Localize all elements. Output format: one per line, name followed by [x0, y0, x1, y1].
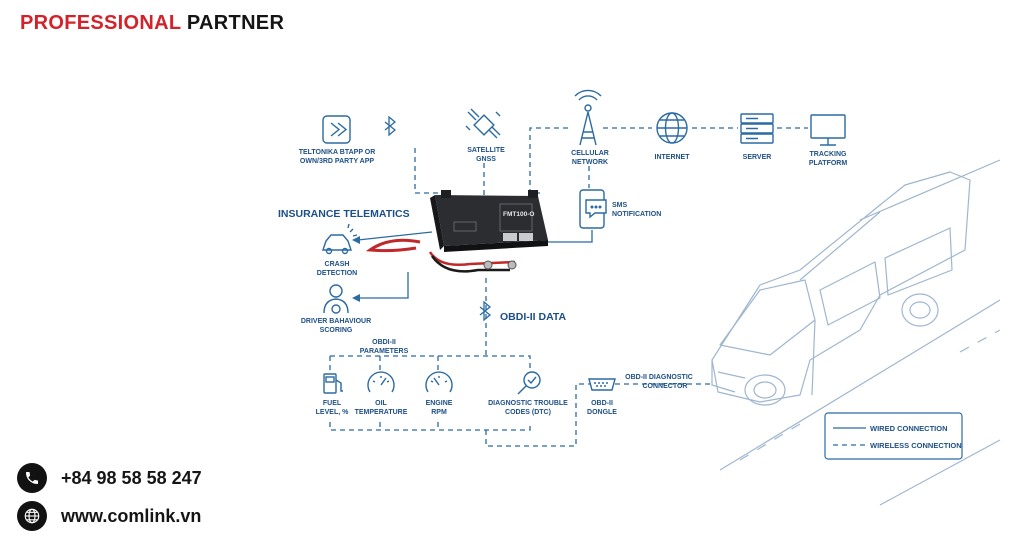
legend-wireless-label: WIRELESS CONNECTION: [870, 441, 962, 450]
oil-label-line1: OIL: [375, 400, 387, 407]
sms-label-line1: SMS: [612, 202, 628, 209]
crash-label-line2: DETECTION: [317, 270, 357, 277]
arrow-driver: [352, 294, 360, 302]
fuel-icon: [323, 373, 343, 394]
van-body: [711, 171, 971, 403]
dongle-label-line2: DONGLE: [587, 409, 617, 416]
dongle-label-line1: OBD-II: [591, 400, 613, 407]
car-crash-icon: [322, 223, 358, 255]
road-edge-far: [859, 159, 1001, 221]
road-lane: [739, 423, 801, 461]
monitor-icon: [810, 114, 846, 146]
driver-label-line1: DRIVER BAHAVIOUR: [301, 318, 371, 325]
red-wire: [365, 238, 421, 253]
insurance-telematics-title: INSURANCE TELEMATICS: [278, 208, 410, 220]
phone-number: +84 98 58 58 247: [61, 467, 202, 488]
oil-label-line2: TEMPERATURE: [355, 409, 408, 416]
server-label: SERVER: [743, 154, 772, 161]
cellular-label-line1: CELLULAR: [571, 150, 609, 157]
road-edge-near: [719, 299, 1001, 471]
page-header: PROFESSIONAL PARTNER: [20, 12, 284, 35]
arrow-crash: [352, 236, 360, 244]
internet-label: INTERNET: [655, 154, 691, 161]
satellite-label-line1: SATELLITE: [467, 147, 505, 154]
fuel-label-line1: FUEL: [323, 400, 342, 407]
van-windshield: [719, 279, 816, 356]
app-label-line2: OWN/3RD PARTY APP: [300, 158, 374, 165]
phone-sms-icon: [579, 189, 607, 229]
engine-label-line2: RPM: [431, 409, 447, 416]
bluetooth-icon: [479, 300, 492, 322]
satellite-label-line2: GNSS: [476, 156, 496, 163]
dtc-label-line1: DIAGNOSTIC TROUBLE: [488, 400, 568, 407]
crash-label-line1: CRASH: [325, 261, 350, 268]
bluetooth-icon: [384, 115, 397, 137]
cell-tower-icon: [574, 89, 602, 146]
oil-gauge-icon: [367, 371, 395, 393]
globe-icon: [17, 501, 47, 531]
params-label-line2: PARAMETERS: [360, 348, 409, 355]
app-label-line1: TELTONIKA BTAPP OR: [299, 149, 376, 156]
obd-data-title: OBDI-II DATA: [500, 311, 567, 323]
black-wire: [430, 255, 510, 273]
device-model-label: FMT100-O: [503, 211, 534, 218]
website-link[interactable]: www.comlink.vn: [61, 505, 202, 526]
header-partner: PARTNER: [186, 12, 285, 34]
connection-lines: [329, 127, 808, 447]
legend: WIRED CONNECTION WIRELESS CONNECTION: [824, 412, 963, 460]
connector-label-line1: OBD-II DIAGNOSTIC: [625, 374, 693, 381]
legend-wired-label: WIRED CONNECTION: [870, 424, 948, 433]
driver-label-line2: SCORING: [320, 327, 353, 334]
header-professional: PROFESSIONAL: [20, 12, 182, 34]
van-side-window: [819, 261, 881, 326]
magnifier-icon: [517, 371, 541, 395]
phone-contact: +84 98 58 58 247: [17, 463, 202, 493]
van-illustration: [711, 159, 1001, 506]
satellite-icon: [465, 108, 501, 139]
app-icon: [322, 115, 351, 144]
fuel-label-line2: LEVEL, %: [316, 409, 349, 416]
params-label-line1: OBDI-II: [372, 339, 396, 346]
cellular-label-line2: NETWORK: [572, 159, 608, 166]
driver-icon: [323, 284, 349, 314]
sms-label-line2: NOTIFICATION: [612, 211, 661, 218]
van-rear-wheel: [901, 293, 939, 327]
dtc-label-line2: CODES (DTC): [505, 409, 551, 416]
connector-label-line2: CONNECTOR: [643, 383, 688, 390]
rpm-gauge-icon: [425, 371, 453, 393]
phone-icon: [17, 463, 47, 493]
tracker-device: FMT100-O: [365, 190, 548, 273]
server-icon: [740, 113, 774, 144]
obd-dongle-icon: [588, 378, 616, 391]
van-front-wheel: [744, 374, 786, 406]
globe-icon: [656, 112, 688, 144]
tracking-label-line2: PLATFORM: [809, 160, 848, 167]
tracking-label-line1: TRACKING: [810, 151, 847, 158]
engine-label-line1: ENGINE: [426, 400, 453, 407]
website-contact: www.comlink.vn: [17, 501, 201, 531]
